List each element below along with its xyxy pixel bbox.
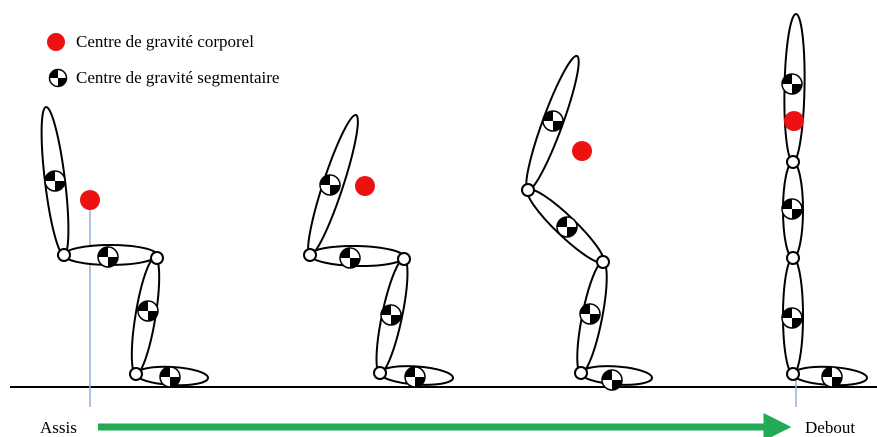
figure-4-knee-joint (786, 251, 800, 265)
figure-2-thigh-cog-icon-q1 (340, 248, 350, 258)
segment-cog-legend-icon (48, 68, 68, 88)
figure-2-ankle-joint (373, 366, 387, 380)
figure-2-shank-cog-icon-q2 (391, 315, 401, 325)
figure-1-trunk-cog-icon-q2 (55, 181, 65, 191)
figure-4-foot-cog-icon-q1 (822, 367, 832, 377)
figure-3-foot-cog-icon-q1 (602, 370, 612, 380)
figure-3-foot-cog-icon-q2 (612, 380, 622, 390)
figure-2-foot-cog-icon-q1 (405, 367, 415, 377)
figure-1-ankle-joint (129, 367, 143, 381)
figure-1-shank-cog-icon-q2 (148, 311, 158, 321)
figure-4-shank-cog-icon (781, 307, 803, 329)
figure-2-trunk-cog-icon-q2 (330, 185, 340, 195)
figure-1-trunk-cog-icon-q1 (45, 171, 55, 181)
figure-1-foot-cog-icon-q2 (170, 377, 180, 387)
legend: Centre de gravité corporel Centre de gra… (47, 32, 279, 88)
figure-4-trunk-cog-icon-q2 (792, 84, 802, 94)
figure-3-body-cog-icon (572, 141, 592, 161)
figure-1-shank-cog-icon (137, 300, 159, 322)
figure-4-foot-cog-icon-q2 (832, 377, 842, 387)
figure-1-thigh-cog-icon-q2 (108, 257, 118, 267)
figure-3-thigh-cog-icon-q1 (557, 217, 567, 227)
figure-4-shank-cog-icon-q2 (792, 318, 802, 328)
figure-4-body-cog-icon (784, 111, 804, 131)
figure-2-shank-cog-icon (380, 304, 402, 326)
figure-2-hip-joint (303, 248, 317, 262)
figure-1-thigh-cog-icon-q1 (98, 247, 108, 257)
figure-4-thigh-cog-icon (781, 198, 803, 220)
figure-2-thigh-cog-icon-q2 (350, 258, 360, 268)
figure-3-thigh-cog-icon-q2 (567, 227, 577, 237)
figure-2-knee-joint (397, 252, 411, 266)
body-cog-legend-icon (47, 33, 65, 51)
figure-3-shank-cog-icon-q1 (580, 304, 590, 314)
figure-4-trunk-cog-icon (781, 73, 803, 95)
figure-2-thigh-cog-icon (339, 247, 361, 269)
end-label: Debout (805, 418, 855, 437)
figure-1-shank-cog-icon-q1 (138, 301, 148, 311)
figure-3-thigh-cog-icon (556, 216, 578, 238)
figure-4-thigh-cog-icon-q1 (782, 199, 792, 209)
figure-2-shank-cog-icon-q1 (381, 305, 391, 315)
legend-segment-cog-label: Centre de gravité segmentaire (76, 68, 279, 87)
figure-1-knee-joint (150, 251, 164, 265)
figure-3-knee-joint (596, 255, 610, 269)
figure-3-shank-cog-icon-q2 (590, 314, 600, 324)
figure-4-shank-cog-icon-q1 (782, 308, 792, 318)
figure-4-trunk-cog-icon-q1 (782, 74, 792, 84)
figure-3-trunk-cog-icon (542, 110, 564, 132)
figure-1-thigh-cog-icon (97, 246, 119, 268)
figure-3-foot-cog-icon (601, 369, 623, 391)
figures (40, 12, 869, 407)
figure-3-hip-joint (521, 183, 535, 197)
figure-4-ankle-joint (786, 367, 800, 381)
figure-2-body-cog-icon (355, 176, 375, 196)
figure-2-foot-cog-icon-q2 (415, 377, 425, 387)
figure-2-trunk-cog-icon-q1 (320, 175, 330, 185)
figure-1-foot-cog-icon-q1 (160, 367, 170, 377)
figure-1-body-cog-icon (80, 190, 100, 210)
figure-3-trunk-cog-icon-q1 (543, 111, 553, 121)
figure-1-trunk-cog-icon (44, 170, 66, 192)
figure-4-thigh-cog-icon-q2 (792, 209, 802, 219)
figure-4-foot-cog-icon (821, 366, 843, 388)
legend-body-cog-label: Centre de gravité corporel (76, 32, 254, 51)
figure-3-shank-cog-icon (579, 303, 601, 325)
figure-3-ankle-joint (574, 366, 588, 380)
figure-4-hip-joint (786, 155, 800, 169)
figure-1-hip-joint (57, 248, 71, 262)
figure-2-trunk-cog-icon (319, 174, 341, 196)
start-label: Assis (40, 418, 77, 437)
figure-1-foot-cog-icon (159, 366, 181, 388)
figure-2-foot-cog-icon (404, 366, 426, 388)
figure-3-trunk-cog-icon-q2 (553, 121, 563, 131)
